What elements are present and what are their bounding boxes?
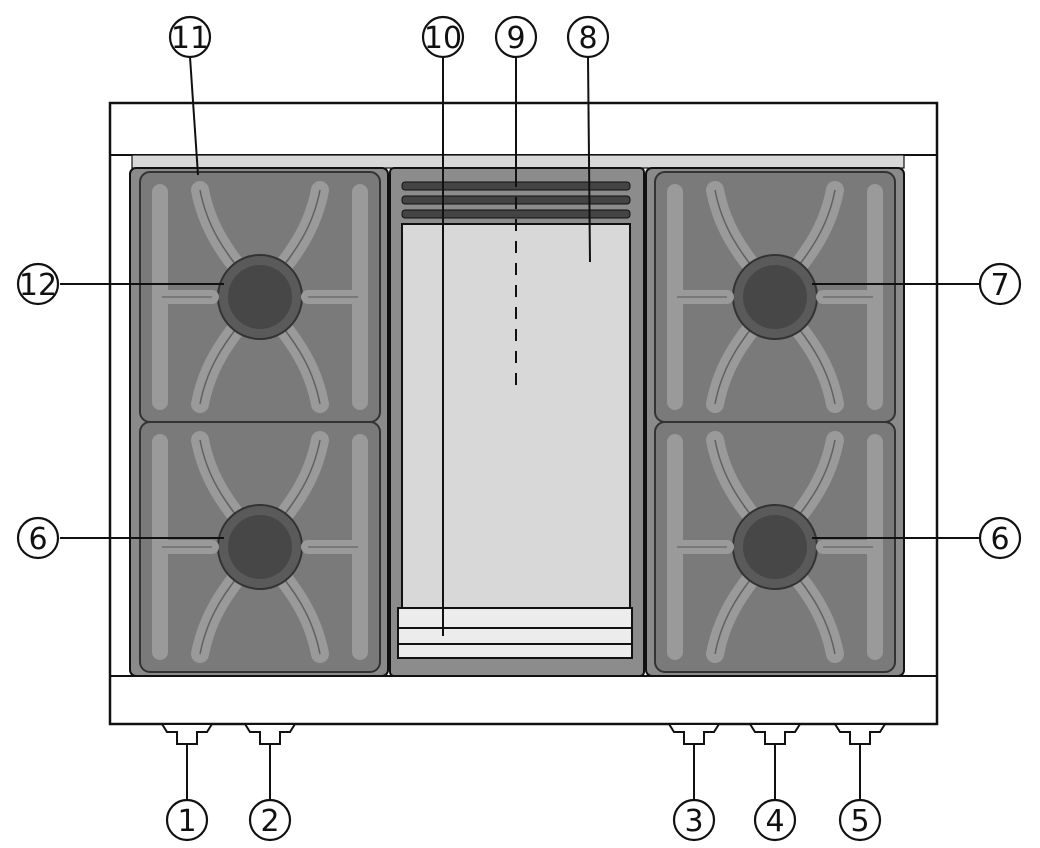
callout-4: 4 (753, 798, 797, 842)
knob-1 (161, 723, 213, 745)
callout-9: 9 (494, 15, 538, 59)
svg-text:10: 10 (424, 21, 462, 56)
callout-2: 2 (248, 798, 292, 842)
griddle (389, 167, 645, 677)
griddle-plate (401, 223, 631, 609)
svg-text:6: 6 (28, 522, 47, 557)
callout-11: 11 (168, 15, 212, 59)
svg-text:6: 6 (990, 522, 1009, 557)
svg-text:4: 4 (765, 804, 784, 839)
leader-lines (60, 56, 980, 800)
grease-tray-front (397, 643, 633, 659)
grease-tray-lower (397, 627, 633, 645)
svg-text:7: 7 (990, 268, 1009, 303)
svg-text:12: 12 (19, 268, 57, 303)
svg-text:9: 9 (506, 21, 525, 56)
knob-2 (244, 723, 296, 745)
svg-text:8: 8 (578, 21, 597, 56)
knob-5 (834, 723, 886, 745)
callout-6-right: 6 (978, 516, 1022, 560)
svg-text:2: 2 (260, 804, 279, 839)
callout-6-left: 6 (16, 516, 60, 560)
knob-4 (749, 723, 801, 745)
callout-3: 3 (672, 798, 716, 842)
callout-12: 12 (16, 262, 60, 306)
left-grate (129, 168, 389, 676)
callout-8: 8 (566, 15, 610, 59)
callout-7: 7 (978, 262, 1022, 306)
svg-text:11: 11 (171, 21, 209, 56)
burner-left-front (140, 422, 380, 672)
grease-tray (397, 607, 633, 629)
burner-left-rear (140, 172, 380, 422)
callout-1: 1 (165, 798, 209, 842)
vent-slot (401, 209, 631, 219)
svg-text:1: 1 (177, 804, 196, 839)
backguard-strip (131, 154, 905, 169)
knob-3 (668, 723, 720, 745)
svg-text:3: 3 (684, 804, 703, 839)
burner-right-front (655, 422, 895, 672)
right-grate (645, 168, 905, 676)
callout-10: 10 (421, 15, 465, 59)
callout-5: 5 (838, 798, 882, 842)
burner-right-rear (655, 172, 895, 422)
svg-text:5: 5 (850, 804, 869, 839)
